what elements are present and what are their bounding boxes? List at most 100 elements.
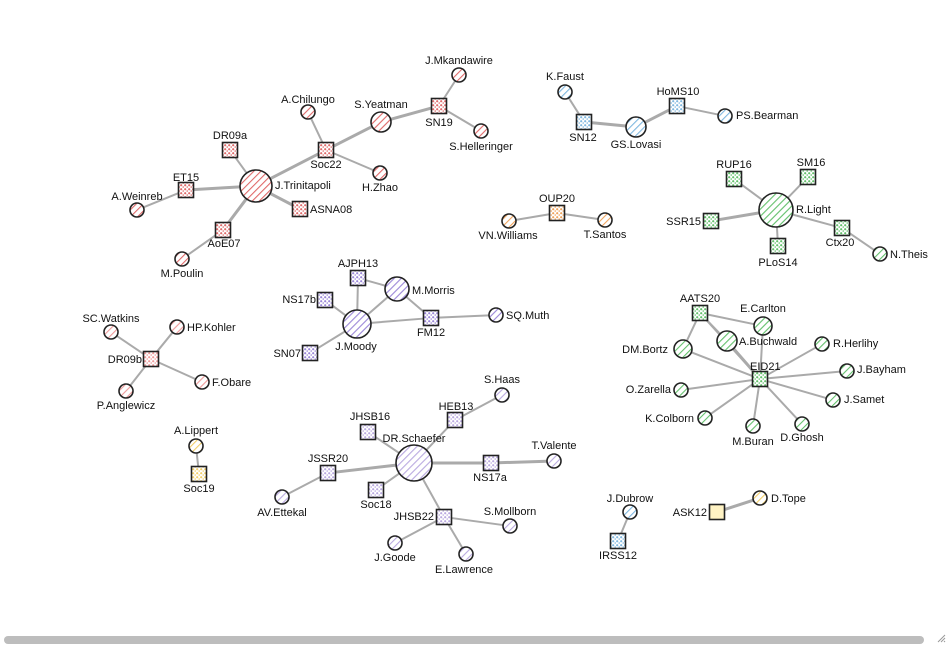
- person-node-icon[interactable]: [174, 251, 190, 267]
- person-node-icon[interactable]: [300, 104, 316, 120]
- node-j-dubrow[interactable]: J.Dubrow: [607, 493, 654, 520]
- node-aoe07[interactable]: AoE07: [207, 221, 241, 251]
- node-av-ettekal[interactable]: AV.Ettekal: [257, 489, 307, 519]
- node-r-light[interactable]: R.Light: [758, 192, 831, 228]
- node-sn07[interactable]: SN07: [273, 344, 319, 362]
- publication-node-icon[interactable]: [482, 454, 500, 472]
- node-k-faust[interactable]: K.Faust: [546, 71, 584, 100]
- node-heb13[interactable]: HEB13: [439, 401, 474, 429]
- publication-node-icon[interactable]: [609, 532, 627, 550]
- node-j-bayham[interactable]: J.Bayham: [839, 363, 906, 379]
- node-soc18[interactable]: Soc18: [360, 481, 392, 512]
- node-irss12[interactable]: IRSS12: [599, 532, 637, 563]
- person-node-icon[interactable]: [673, 339, 693, 359]
- node-a-buchwald[interactable]: A.Buchwald: [716, 330, 797, 352]
- publication-node-icon[interactable]: [291, 200, 309, 218]
- node-jssr20[interactable]: JSSR20: [308, 453, 348, 482]
- person-node-icon[interactable]: [118, 383, 134, 399]
- node-m-morris[interactable]: M.Morris: [384, 276, 455, 302]
- publication-node-icon[interactable]: [435, 508, 453, 526]
- person-node-icon[interactable]: [752, 490, 768, 506]
- node-o-zarella[interactable]: O.Zarella: [626, 382, 689, 398]
- person-node-icon[interactable]: [488, 307, 504, 323]
- person-node-icon[interactable]: [372, 165, 388, 181]
- publication-node-icon[interactable]: [751, 370, 769, 388]
- node-sq-muth[interactable]: SQ.Muth: [488, 307, 549, 323]
- person-node-icon[interactable]: [194, 374, 210, 390]
- node-ns17a[interactable]: NS17a: [473, 454, 508, 485]
- node-r-herlihy[interactable]: R.Herlihy: [814, 336, 879, 352]
- person-node-icon[interactable]: [872, 246, 888, 262]
- node-s-mollborn[interactable]: S.Mollborn: [484, 506, 537, 534]
- person-node-icon[interactable]: [673, 382, 689, 398]
- node-sn12[interactable]: SN12: [569, 113, 597, 145]
- node-ajph13[interactable]: AJPH13: [338, 258, 378, 287]
- person-node-icon[interactable]: [451, 67, 467, 83]
- node-soc19[interactable]: Soc19: [183, 465, 215, 496]
- node-fm12[interactable]: FM12: [417, 309, 445, 340]
- person-node-icon[interactable]: [825, 392, 841, 408]
- person-node-icon[interactable]: [395, 444, 433, 482]
- publication-node-icon[interactable]: [190, 465, 208, 483]
- person-node-icon[interactable]: [188, 438, 204, 454]
- person-node-icon[interactable]: [622, 504, 638, 520]
- node-sn19[interactable]: SN19: [425, 97, 453, 130]
- node-plos14[interactable]: PLoS14: [758, 237, 798, 270]
- person-node-icon[interactable]: [717, 108, 733, 124]
- person-node-icon[interactable]: [753, 316, 773, 336]
- node-a-lippert[interactable]: A.Lippert: [174, 425, 218, 454]
- person-node-icon[interactable]: [625, 116, 647, 138]
- node-asna08[interactable]: ASNA08: [291, 200, 353, 218]
- publication-node-icon[interactable]: [833, 219, 851, 237]
- person-node-icon[interactable]: [546, 453, 562, 469]
- publication-node-icon[interactable]: [769, 237, 787, 255]
- person-node-icon[interactable]: [458, 546, 474, 562]
- node-ns17b[interactable]: NS17b: [282, 291, 334, 309]
- person-node-icon[interactable]: [501, 213, 517, 229]
- node-oup20[interactable]: OUP20: [539, 193, 575, 222]
- node-gs-lovasi[interactable]: GS.Lovasi: [611, 116, 662, 151]
- person-node-icon[interactable]: [494, 387, 510, 403]
- person-node-icon[interactable]: [129, 202, 145, 218]
- person-node-icon[interactable]: [839, 363, 855, 379]
- person-node-icon[interactable]: [239, 169, 273, 203]
- node-j-goode[interactable]: J.Goode: [374, 535, 416, 564]
- publication-node-icon[interactable]: [548, 204, 566, 222]
- person-node-icon[interactable]: [697, 410, 713, 426]
- publication-node-icon[interactable]: [317, 141, 335, 159]
- publication-node-icon[interactable]: [708, 503, 726, 521]
- node-j-trinitapoli[interactable]: J.Trinitapoli: [239, 169, 331, 203]
- node-j-mkandawire[interactable]: J.Mkandawire: [425, 55, 493, 83]
- publication-node-icon[interactable]: [319, 464, 337, 482]
- node-aats20[interactable]: AATS20: [680, 293, 720, 322]
- node-ssr15[interactable]: SSR15: [666, 212, 720, 230]
- publication-node-icon[interactable]: [430, 97, 448, 115]
- publication-node-icon[interactable]: [349, 269, 367, 287]
- node-t-valente[interactable]: T.Valente: [531, 440, 577, 469]
- node-sm16[interactable]: SM16: [797, 157, 826, 186]
- node-homs10[interactable]: HoMS10: [657, 86, 700, 115]
- node-p-anglewicz[interactable]: P.Anglewicz: [97, 383, 156, 412]
- publication-node-icon[interactable]: [575, 113, 593, 131]
- publication-node-icon[interactable]: [422, 309, 440, 327]
- node-jhsb22[interactable]: JHSB22: [394, 508, 453, 526]
- node-j-moody[interactable]: J.Moody: [335, 309, 377, 353]
- person-node-icon[interactable]: [169, 319, 185, 335]
- node-hp-kohler[interactable]: HP.Kohler: [169, 319, 236, 335]
- publication-node-icon[interactable]: [702, 212, 720, 230]
- person-node-icon[interactable]: [384, 276, 410, 302]
- publication-node-icon[interactable]: [668, 97, 686, 115]
- node-ps-bearman[interactable]: PS.Bearman: [717, 108, 798, 124]
- node-dr-schaefer[interactable]: DR.Schaefer: [383, 433, 446, 482]
- node-h-zhao[interactable]: H.Zhao: [362, 165, 398, 194]
- node-vn-williams[interactable]: VN.Williams: [478, 213, 538, 242]
- node-n-theis[interactable]: N.Theis: [872, 246, 928, 262]
- publication-node-icon[interactable]: [214, 221, 232, 239]
- resize-grip-icon[interactable]: [936, 633, 946, 643]
- node-e-carlton[interactable]: E.Carlton: [740, 303, 786, 336]
- node-m-poulin[interactable]: M.Poulin: [161, 251, 204, 280]
- person-node-icon[interactable]: [387, 535, 403, 551]
- person-node-icon[interactable]: [794, 416, 810, 432]
- person-node-icon[interactable]: [814, 336, 830, 352]
- horizontal-scrollbar[interactable]: [4, 636, 924, 644]
